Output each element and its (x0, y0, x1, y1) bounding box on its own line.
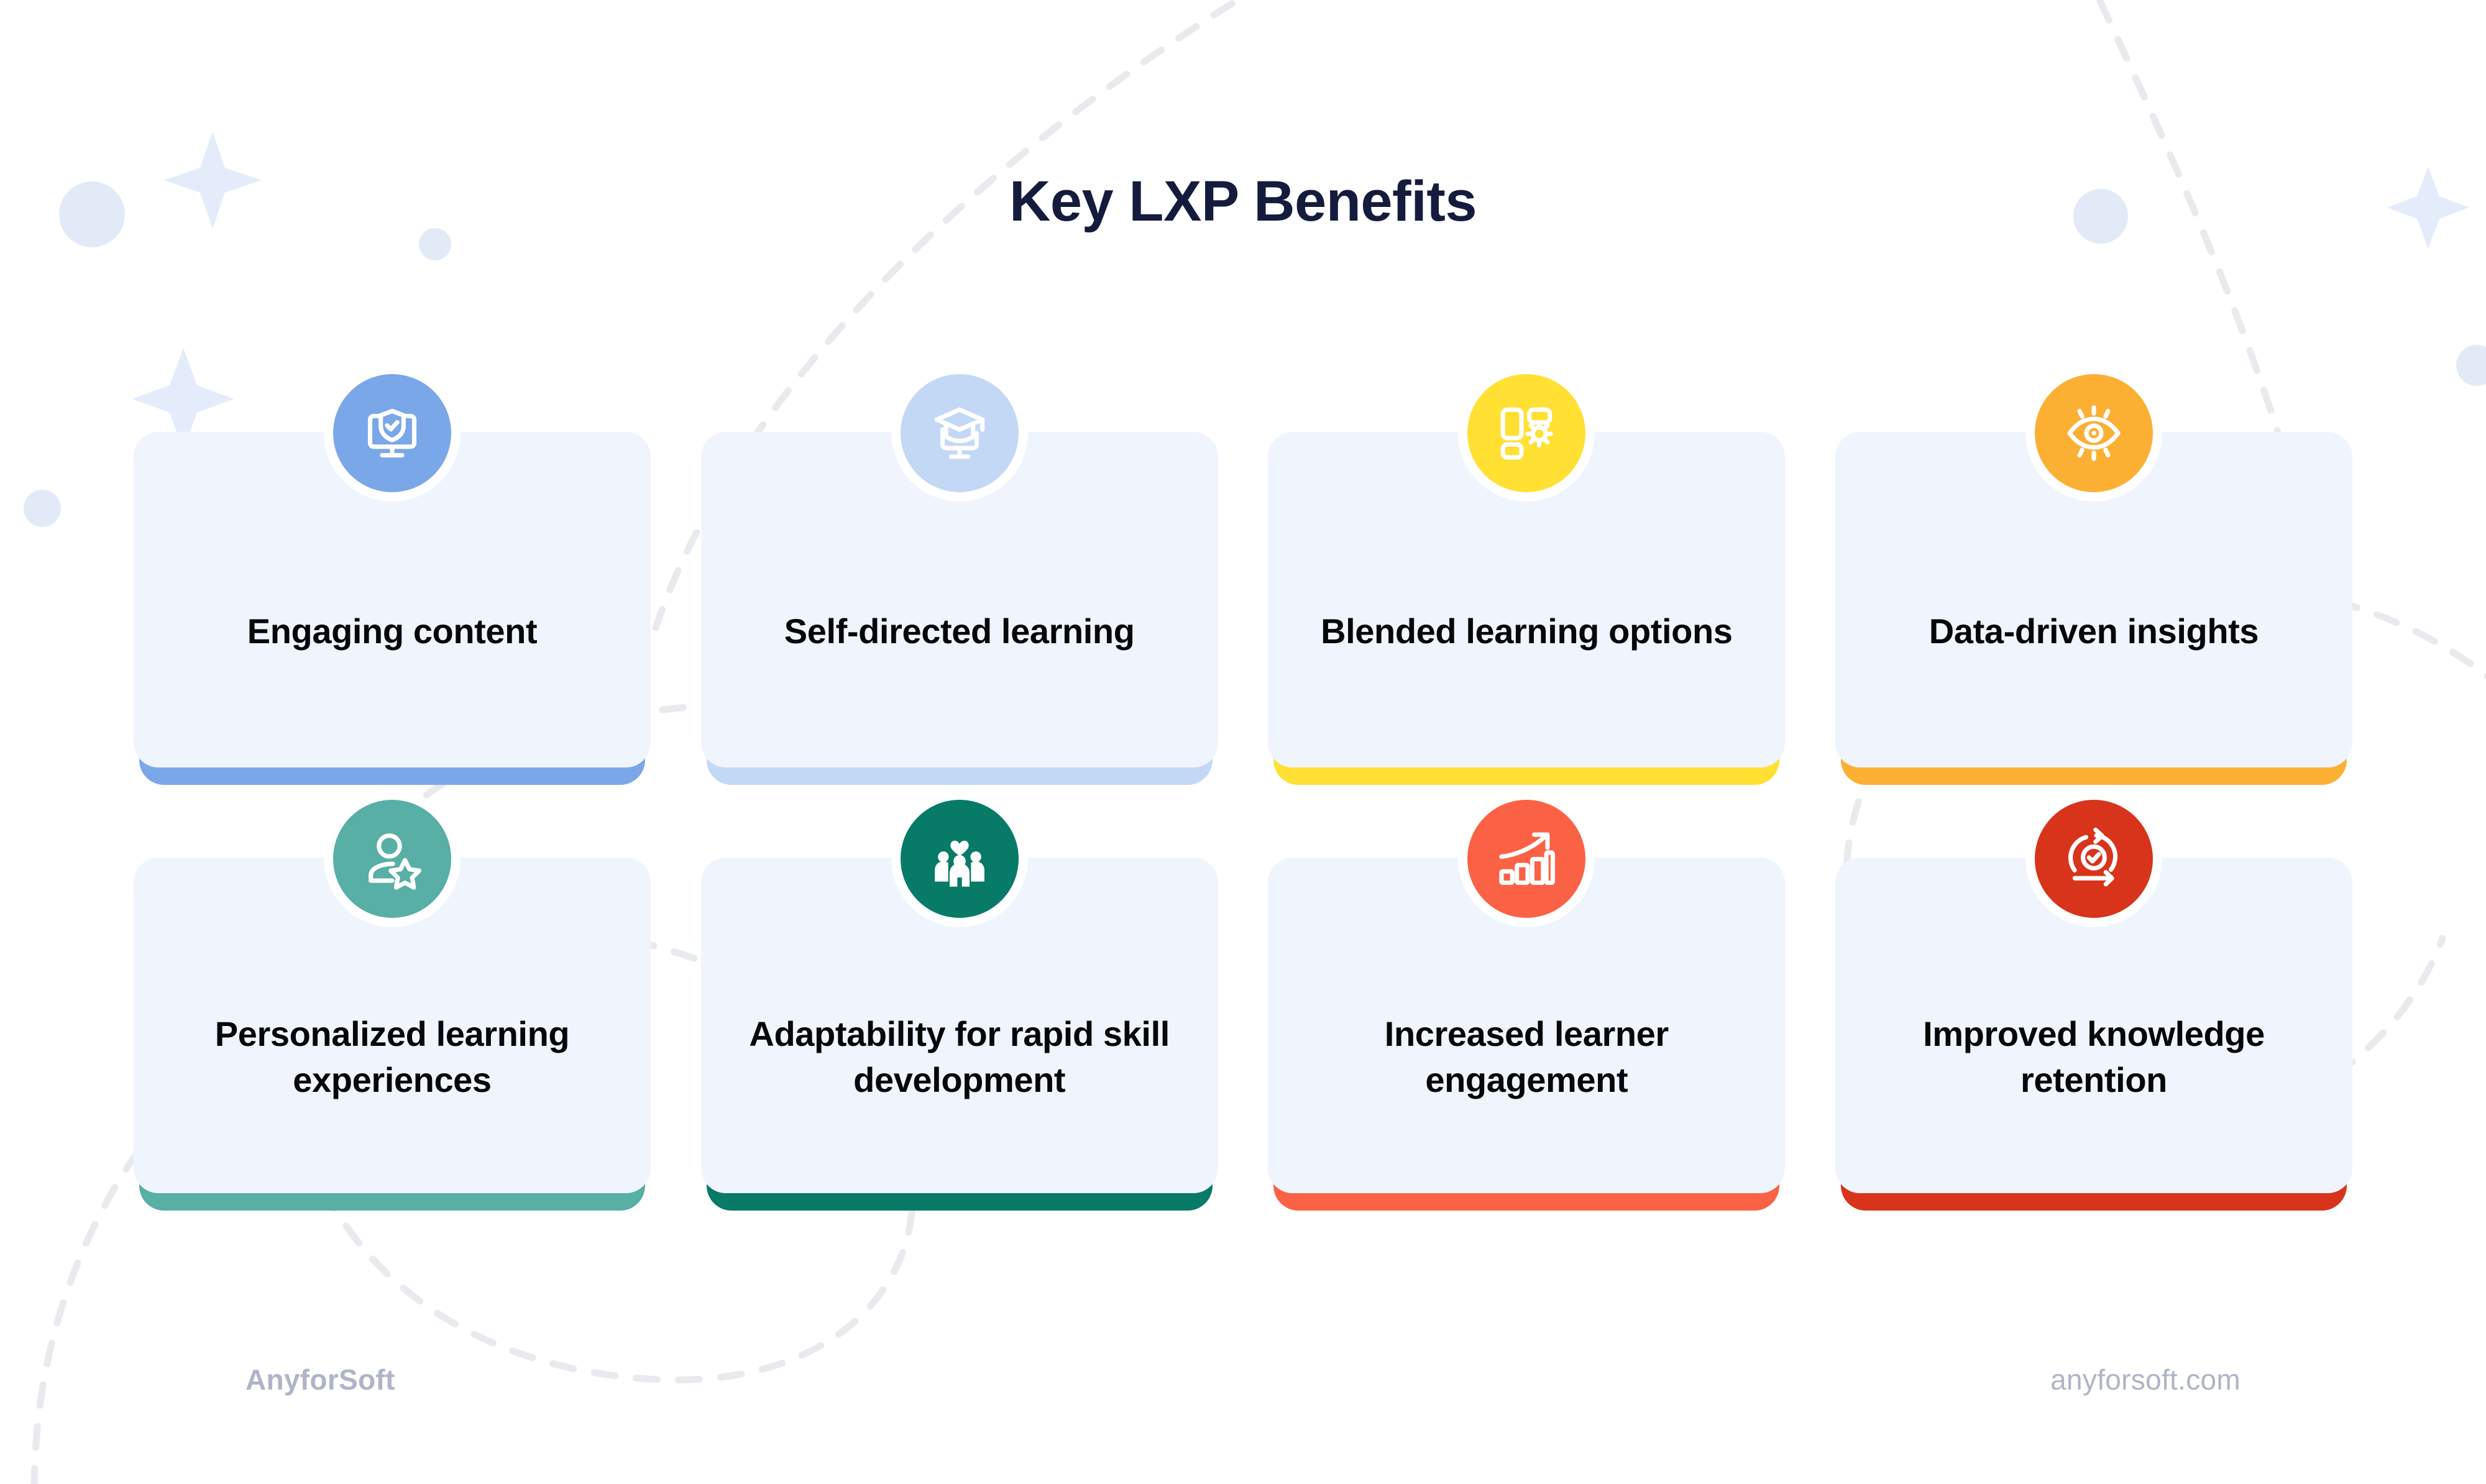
card-icon-ring (891, 790, 1028, 927)
card-label: Engaging content (247, 611, 538, 651)
graduation-cap-monitor-icon (900, 374, 1019, 492)
card-icon-ring (324, 365, 461, 502)
monitor-shield-check-icon (333, 374, 451, 492)
layout-gear-icon (1467, 374, 1586, 492)
benefit-card-engaging-content[interactable]: Engaging content (134, 365, 651, 785)
decor-dot-3 (24, 490, 61, 527)
card-icon-ring (324, 790, 461, 927)
card-icon-ring (1458, 790, 1595, 927)
card-icon-ring (2025, 790, 2162, 927)
card-icon-ring (891, 365, 1028, 502)
page-title: Key LXP Benefits (1009, 170, 1477, 233)
card-label: Increased learner engagement (1384, 1014, 1669, 1099)
growth-chart-arrow-icon (1467, 800, 1586, 918)
user-star-icon (333, 800, 451, 918)
card-label: Self-directed learning (784, 611, 1135, 651)
card-label: Blended learning options (1321, 611, 1733, 651)
benefit-card-self-directed-learning[interactable]: Self-directed learning (700, 365, 1218, 785)
card-label: Data-driven insights (1929, 611, 2259, 651)
benefits-row-1: Engaging content (134, 365, 2352, 785)
benefit-card-adaptability-rapid-skill-development[interactable]: Adaptability for rapid skill development (700, 790, 1218, 1211)
benefits-row-2: Personalized learning experiences Ada (134, 790, 2352, 1211)
decor-dot-5 (2456, 345, 2486, 386)
benefits-grid: Engaging content (134, 365, 2352, 1211)
card-icon-ring (1458, 365, 1595, 502)
footer-website[interactable]: anyforsoft.com (2050, 1363, 2241, 1396)
card-label: Improved knowledge retention (1923, 1014, 2265, 1099)
card-icon-ring (2025, 365, 2162, 502)
refresh-cycle-check-icon (2034, 800, 2153, 918)
benefit-card-increased-learner-engagement[interactable]: Increased learner engagement (1268, 790, 1786, 1211)
benefit-card-blended-learning-options[interactable]: Blended learning options (1268, 365, 1786, 785)
card-label: Adaptability for rapid skill development (749, 1014, 1170, 1099)
benefit-card-data-driven-insights[interactable]: Data-driven insights (1835, 365, 2352, 785)
card-label: Personalized learning experiences (214, 1014, 570, 1099)
people-heart-icon (900, 800, 1019, 918)
benefit-card-personalized-learning-experiences[interactable]: Personalized learning experiences (134, 790, 651, 1211)
benefit-card-improved-knowledge-retention[interactable]: Improved knowledge retention (1835, 790, 2352, 1211)
eye-rays-icon (2034, 374, 2153, 492)
footer-brand: AnyforSoft (245, 1363, 395, 1396)
